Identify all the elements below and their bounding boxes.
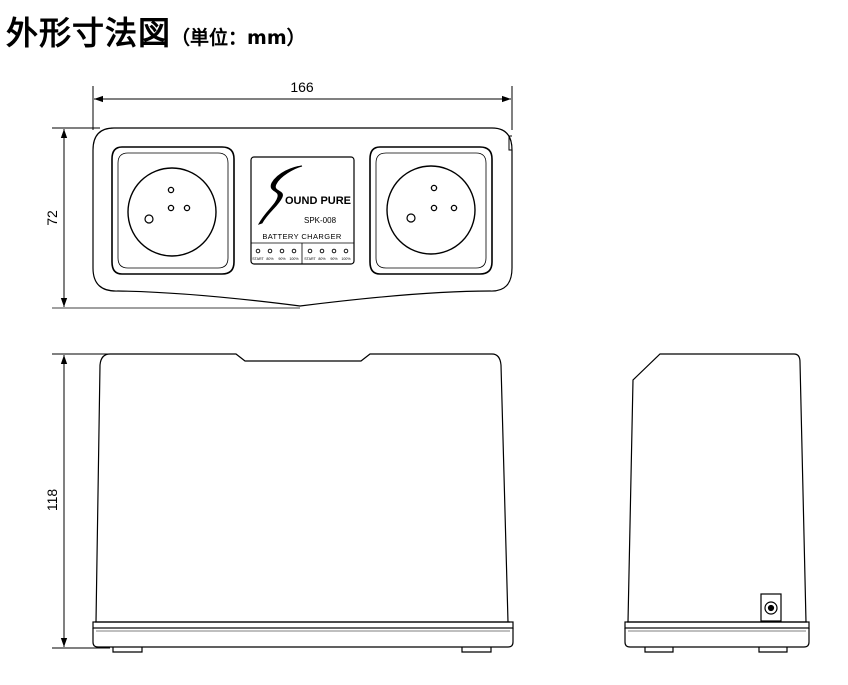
model-number: SPK-008 [304,216,337,225]
led-label: 80% [266,257,274,261]
left-foot [112,647,143,653]
led-label: START [252,257,264,261]
front-view [92,353,514,653]
title-unit: （単位：mm） [171,27,306,49]
height-label: 118 [44,489,60,512]
height-dimension: 118 [44,353,110,649]
depth-dimension: 72 [44,127,300,309]
side-right-foot [758,647,788,653]
led-group-right [307,248,349,254]
led-labels-left: START 80% 90% 100% [252,257,299,261]
side-view [624,353,810,653]
led-label: 100% [341,257,351,261]
left-charging-socket [111,146,235,275]
diagram-title: 外形寸法図（単位：mm） [6,8,306,54]
width-dimension: 166 [92,79,513,130]
led-group-left [255,248,297,254]
led-label: 100% [289,257,299,261]
right-charging-socket [369,146,493,275]
right-foot [461,647,492,653]
led-label: 90% [278,257,286,261]
led-label: 80% [318,257,326,261]
dc-power-jack [760,593,782,622]
side-left-foot [644,647,674,653]
product-name: BATTERY CHARGER [262,232,342,241]
center-label-panel [250,156,355,265]
top-view [92,127,513,307]
title-main: 外形寸法図 [6,14,172,52]
led-label: 90% [330,257,338,261]
brand-name: OUND PURE [285,195,351,207]
width-label: 166 [290,79,314,95]
sound-pure-logo [257,165,303,225]
led-labels-right: START 80% 90% 100% [304,257,351,261]
led-label: START [304,257,316,261]
depth-label: 72 [44,210,60,226]
